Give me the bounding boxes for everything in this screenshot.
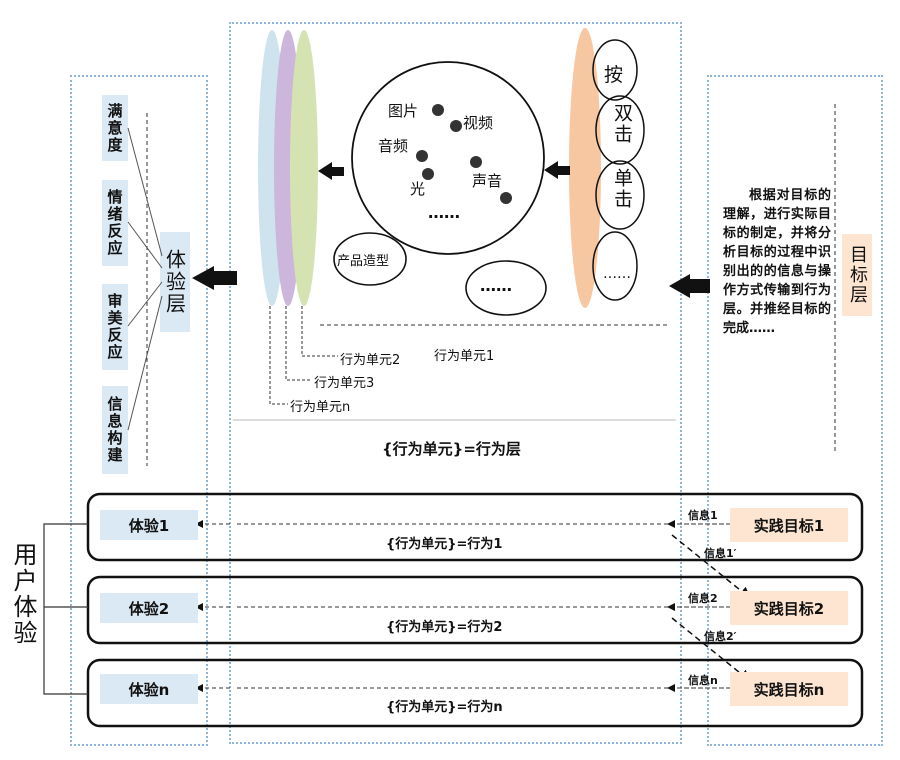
extra-bubble-label: …… (480, 276, 512, 295)
row1-experience: 体验1 (100, 510, 198, 540)
row1-info-prime: 信息1′ (704, 547, 737, 560)
experience-item-emotion: 情绪反应 (102, 180, 128, 266)
row1-formula: {行为单元}=行为1 (386, 537, 503, 552)
operation-label-double: 双击 (611, 103, 633, 145)
media-label-video: 视频 (463, 114, 494, 132)
media-label-sound: 声音 (472, 172, 503, 190)
operation-label-single: 单击 (611, 168, 633, 210)
row1-info: 信息1 (688, 509, 718, 522)
behavior-unit-label-3: 行为单元3 (314, 376, 375, 391)
row2-experience: 体验2 (100, 593, 198, 623)
media-label-light: 光 (410, 180, 426, 198)
behavior-unit-label-1: 行为单元1 (434, 349, 495, 364)
experience-item-information: 信息构建 (102, 386, 128, 474)
row2-info: 信息2 (688, 592, 718, 605)
goal-layer-description: 根据对目标的理解，进行实际目标的制定，并将分析目标的过程中识别出的的信息与操作方… (723, 188, 831, 336)
user-experience-label: 用户体验 (9, 542, 37, 646)
row2-goal: 实践目标2 (730, 591, 848, 625)
rown-formula: {行为单元}=行为n (386, 700, 503, 715)
product-shape-label: 产品造型 (337, 254, 390, 269)
rown-info: 信息n (688, 674, 718, 687)
behavior-layer-panel (229, 22, 682, 744)
row2-formula: {行为单元}=行为2 (386, 620, 503, 635)
media-label-more: …… (428, 203, 460, 222)
rown-experience: 体验n (100, 674, 198, 704)
goal-layer-panel (707, 75, 883, 746)
experience-item-aesthetic: 审美反应 (102, 284, 128, 370)
experience-layer-label: 体验层 (160, 232, 190, 332)
experience-layer-panel (70, 75, 208, 746)
media-label-image: 图片 (388, 102, 419, 120)
behavior-unit-label-n: 行为单元n (290, 400, 351, 415)
media-label-audio: 音频 (378, 137, 409, 155)
behavior-layer-formula: {行为单元}=行为层 (382, 440, 521, 458)
row2-info-prime: 信息2′ (704, 630, 737, 643)
experience-item-satisfaction: 满意度 (102, 95, 128, 161)
rown-goal: 实践目标n (730, 672, 848, 706)
operation-label-press: 按 (604, 64, 624, 86)
behavior-unit-label-2: 行为单元2 (340, 353, 401, 368)
goal-layer-label: 目标层 (842, 234, 872, 316)
row1-goal: 实践目标1 (730, 508, 848, 542)
operation-label-more: …… (603, 266, 631, 282)
